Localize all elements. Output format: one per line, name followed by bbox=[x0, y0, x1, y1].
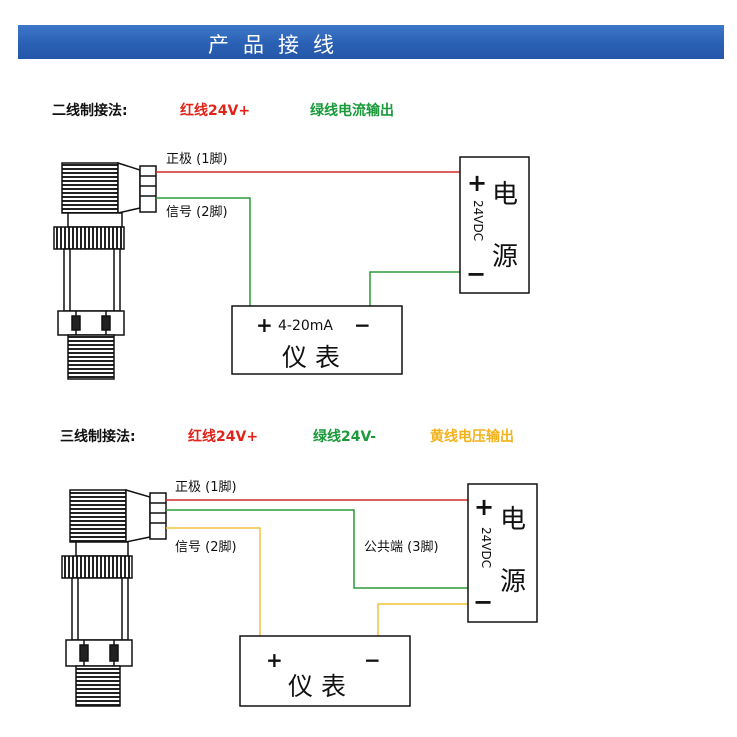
power-voltage-label: 24VDC bbox=[471, 200, 485, 241]
meter-plus-terminal: + bbox=[256, 313, 273, 337]
three-wire-meter: + − 仪 表 bbox=[239, 635, 411, 707]
power-minus-terminal: − bbox=[473, 588, 493, 616]
power-voltage-label: 24VDC bbox=[479, 527, 493, 568]
power-plus-terminal: + bbox=[474, 493, 494, 521]
power-minus-terminal: − bbox=[466, 260, 486, 288]
two-wire-note-red: 红线24V+ bbox=[180, 103, 251, 119]
three-wire-label: 三线制接法: bbox=[60, 429, 136, 445]
banner-title: 产品接线 bbox=[208, 33, 348, 57]
two-wire-note-green: 绿线电流输出 bbox=[310, 103, 394, 119]
three-wire-power-supply: + − 电 源 24VDC bbox=[467, 483, 538, 623]
three-wire-note-red: 红线24V+ bbox=[188, 429, 259, 445]
power-name-bottom: 源 bbox=[492, 242, 518, 272]
meter-plus-terminal: + bbox=[266, 648, 283, 672]
three-wire-signal-label: 信号 (2脚) bbox=[175, 539, 237, 555]
three-wire-positive-label: 正极 (1脚) bbox=[175, 479, 237, 495]
two-wire-label: 二线制接法: bbox=[52, 103, 128, 119]
two-wire-meter: + 4-20mA − 仪 表 bbox=[231, 305, 403, 375]
two-wire-positive-label: 正极 (1脚) bbox=[166, 151, 228, 167]
power-name-bottom: 源 bbox=[500, 567, 526, 597]
two-wire-sensor bbox=[53, 161, 157, 380]
three-wire-common-label: 公共端 (3脚) bbox=[364, 539, 439, 555]
three-wire-sensor bbox=[61, 489, 167, 707]
two-wire-signal-label: 信号 (2脚) bbox=[166, 204, 228, 220]
three-wire-green-common-wire bbox=[166, 509, 468, 589]
meter-name: 仪 表 bbox=[282, 343, 340, 372]
header-banner: 产品接线 bbox=[18, 25, 724, 59]
two-wire-green-signal-wire bbox=[156, 197, 251, 306]
meter-minus-terminal: − bbox=[364, 648, 381, 672]
power-name-top: 电 bbox=[500, 505, 526, 535]
three-wire-note-yellow: 黄线电压输出 bbox=[430, 429, 514, 445]
three-wire-yellow-signal-wire bbox=[166, 527, 261, 636]
two-wire-green-return-wire bbox=[369, 271, 460, 306]
three-wire-yellow-return-wire bbox=[377, 603, 468, 636]
meter-range-label: 4-20mA bbox=[278, 318, 333, 334]
meter-minus-terminal: − bbox=[354, 313, 371, 337]
power-plus-terminal: + bbox=[467, 169, 487, 197]
two-wire-power-supply: + − 电 源 24VDC bbox=[459, 156, 530, 294]
power-name-top: 电 bbox=[492, 180, 518, 210]
meter-name: 仪 表 bbox=[288, 672, 346, 701]
three-wire-note-green: 绿线24V- bbox=[313, 429, 377, 445]
